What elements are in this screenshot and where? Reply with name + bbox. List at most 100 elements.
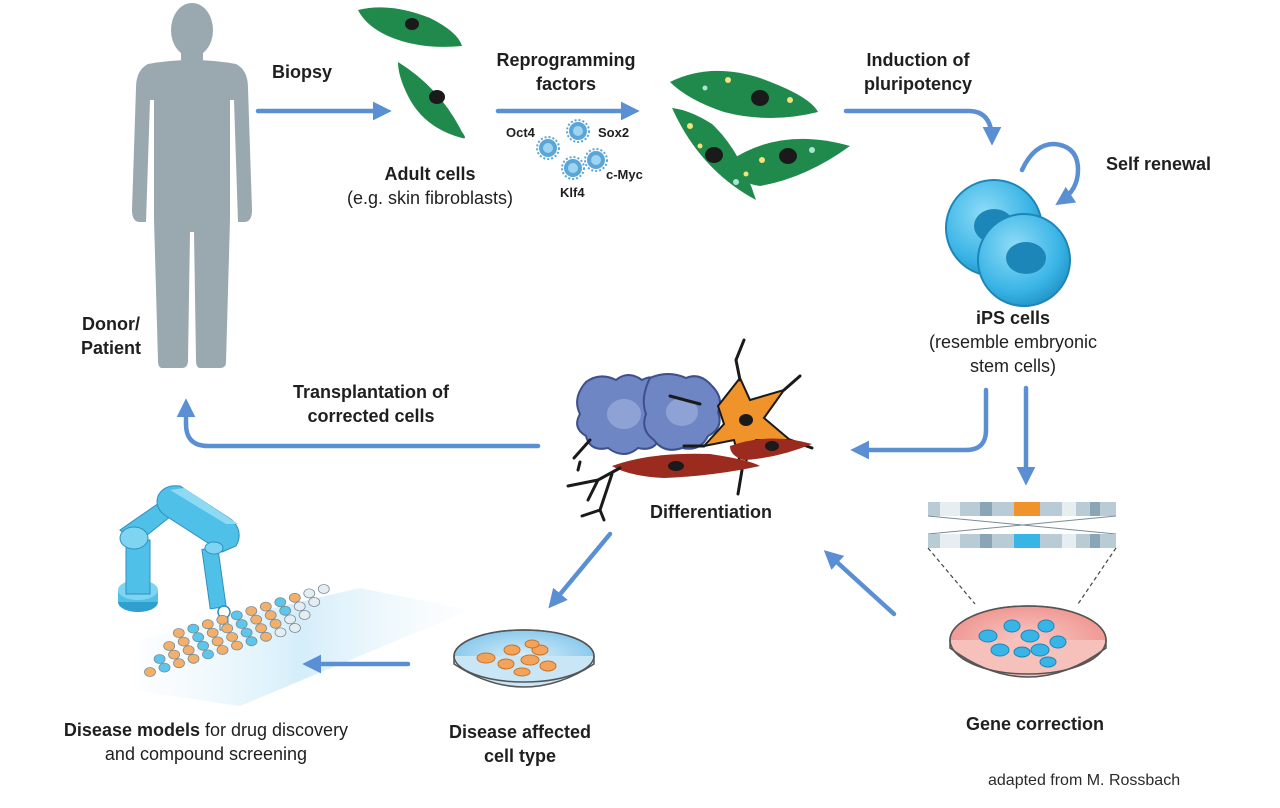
well	[279, 605, 292, 616]
arrow-induction	[843, 108, 1002, 146]
label-gene-correction: Gene correction	[966, 714, 1105, 734]
arrow-differentiation-to-disease	[548, 531, 613, 609]
gene-correction-dish	[949, 605, 1107, 678]
well	[264, 610, 277, 621]
well	[206, 627, 219, 638]
ips-cells	[945, 179, 1071, 307]
well	[284, 614, 297, 625]
well	[231, 640, 243, 651]
well	[158, 662, 171, 673]
label-ips-cells: iPS cells (resemble embryonic stem cells…	[910, 306, 1116, 378]
donor-silhouette	[132, 3, 252, 368]
well	[308, 597, 321, 607]
label-ips-sub1: (resemble embryonic	[928, 332, 1098, 352]
differentiated-cells	[566, 338, 814, 522]
label-disease-models-rest: for drug discovery	[200, 720, 349, 740]
label-induction-line2: pluripotency	[863, 74, 972, 94]
label-donor-patient: Donor/ Patient	[62, 312, 160, 360]
label-differentiation: Differentiation	[650, 502, 773, 522]
well	[211, 636, 224, 647]
label-adult-cells-title: Adult cells	[384, 164, 476, 184]
disease-cell-dish	[453, 629, 595, 688]
well	[289, 623, 301, 633]
label-transplant-line1: Transplantation of	[292, 382, 449, 402]
well	[240, 627, 253, 638]
well	[187, 623, 200, 634]
well	[187, 653, 200, 664]
label-transplantation: Transplantation of corrected cells	[280, 380, 462, 428]
label-induction-line1: Induction of	[866, 50, 970, 70]
label-self-renewal: Self renewal	[1106, 154, 1212, 174]
label-disease-models-line1: Disease models for drug discovery	[44, 718, 368, 742]
well	[221, 623, 234, 634]
label-disease-models-bold: Disease models	[63, 720, 200, 740]
label-reprogramming-line1: Reprogramming	[496, 50, 636, 70]
well	[293, 601, 306, 612]
well	[288, 592, 301, 603]
label-disease-affected: Disease affected cell type	[438, 720, 602, 768]
well	[201, 619, 214, 630]
well	[163, 641, 176, 651]
well	[144, 667, 156, 677]
arrow-transplantation	[176, 398, 541, 449]
well	[274, 627, 287, 638]
screening-robot	[118, 485, 470, 706]
label-factor-klf4: Klf4	[560, 185, 585, 200]
well	[274, 597, 287, 608]
label-disease-affected-line2: cell type	[483, 746, 557, 766]
label-reprogramming-line2: factors	[535, 74, 597, 94]
arrow-ips-to-differentiation	[850, 387, 989, 460]
label-factor-sox2: Sox2	[598, 125, 630, 140]
credit-text: adapted from M. Rossbach	[988, 772, 1181, 789]
well	[269, 618, 282, 629]
label-ips-title: iPS cells	[975, 308, 1051, 328]
well	[245, 606, 258, 616]
arrow-gene-correction-to-differentiation	[823, 550, 897, 617]
well	[250, 614, 263, 625]
adult-fibroblasts	[358, 7, 465, 139]
label-factor-cmyc: c-Myc	[606, 167, 643, 182]
process-arrows	[176, 101, 1081, 674]
label-disease-affected-line1: Disease affected	[448, 722, 592, 742]
label-disease-models-line2: and compound screening	[104, 744, 308, 764]
label-transplant-line2: corrected cells	[307, 406, 435, 426]
well	[226, 632, 239, 642]
well	[202, 649, 214, 660]
well	[197, 640, 210, 651]
well	[260, 631, 272, 642]
label-factor-oct4: Oct4	[506, 125, 535, 140]
well	[192, 632, 205, 643]
well	[317, 584, 330, 594]
well-plate-wells	[144, 584, 330, 677]
well	[177, 636, 190, 647]
reprogrammed-cells	[670, 70, 850, 200]
label-induction: Induction of pluripotency	[848, 48, 988, 96]
well	[235, 619, 248, 629]
label-adult-cells-sub: (e.g. skin fibroblasts)	[346, 188, 514, 208]
label-ips-sub2: stem cells)	[969, 356, 1056, 376]
well	[216, 645, 229, 655]
well	[245, 636, 258, 647]
well	[168, 649, 181, 660]
label-donor-line1: Donor/	[82, 314, 140, 334]
well	[230, 610, 243, 621]
well	[298, 610, 311, 620]
label-reprogramming-factors: Reprogramming factors	[490, 48, 642, 96]
well	[255, 623, 268, 634]
reprogramming-factor-particles	[536, 119, 608, 180]
arrow-self-renewal	[1019, 141, 1081, 206]
chromosome-pair	[927, 502, 1117, 605]
well	[172, 628, 185, 638]
well	[259, 601, 272, 612]
well	[303, 588, 316, 599]
well	[216, 614, 229, 625]
well	[173, 658, 185, 669]
well	[182, 645, 195, 656]
well	[153, 654, 166, 664]
label-adult-cells: Adult cells (e.g. skin fibroblasts)	[330, 162, 530, 210]
label-donor-line2: Patient	[80, 338, 141, 358]
label-disease-models: Disease models for drug discovery and co…	[44, 718, 368, 766]
label-biopsy: Biopsy	[272, 62, 333, 82]
